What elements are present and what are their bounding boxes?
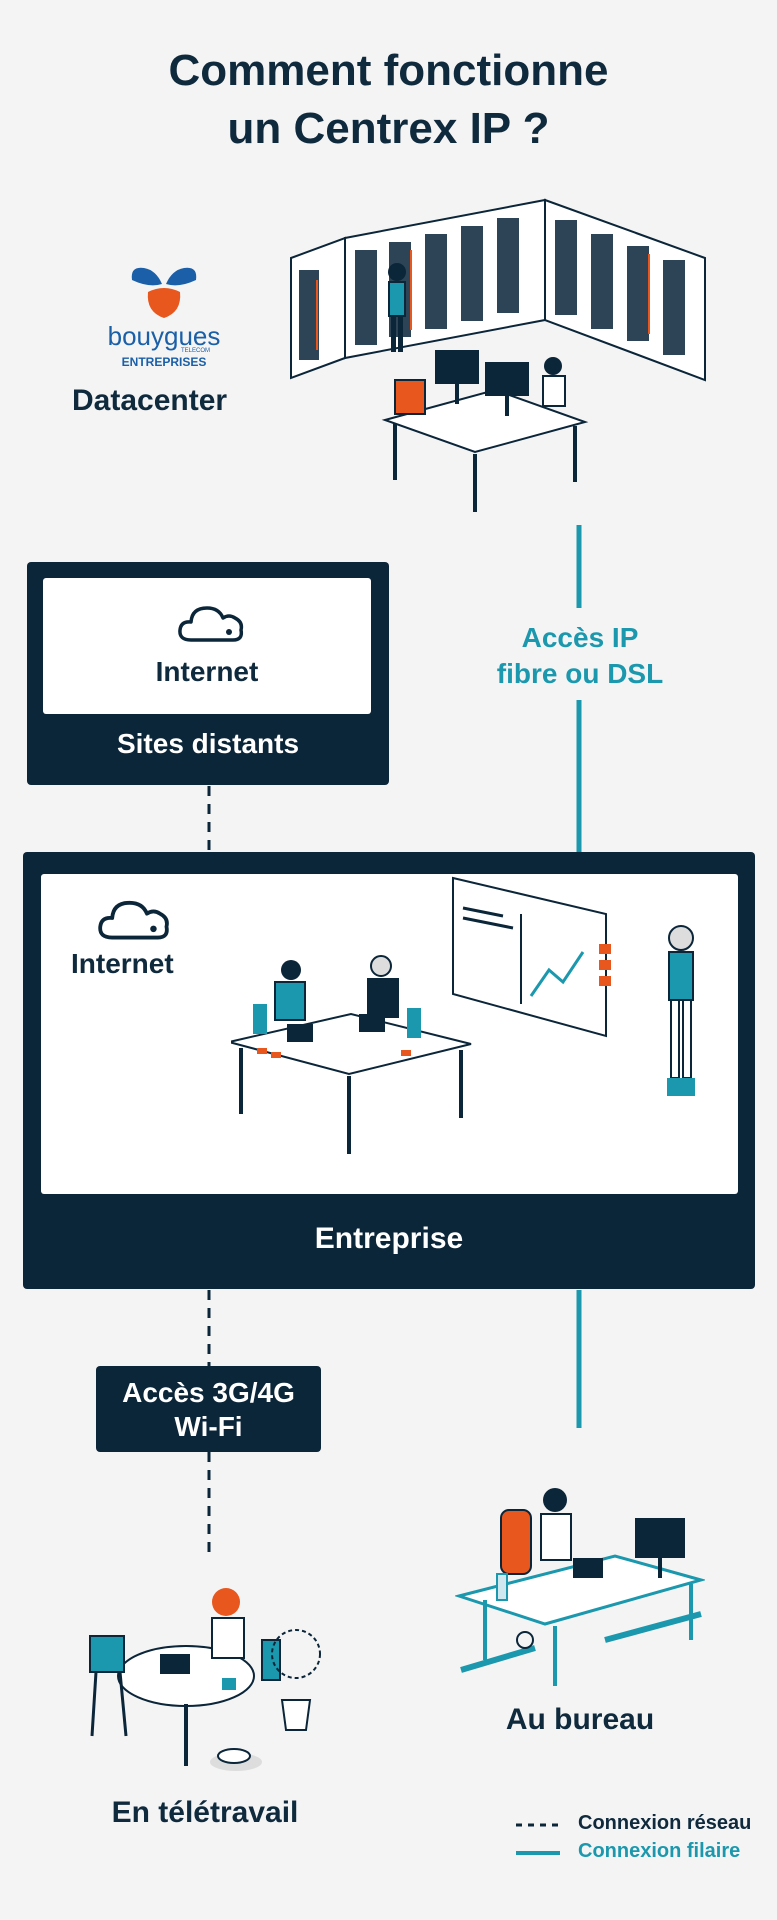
logo-sub: ENTREPRISES [121,355,207,369]
title-line-2: un Centrex IP ? [227,104,550,153]
mobile-access-line-2: Wi-Fi [174,1411,243,1442]
ip-access-line-1: Accès IP [521,622,639,653]
legend: Connexion réseau Connexion filaire [516,1810,766,1880]
bouygues-logo: bouygues TELECOM ENTREPRISES [104,262,224,372]
entreprise-label: Entreprise [314,1222,464,1255]
cloud-icon [178,606,244,642]
legend-wired-swatch [516,1851,560,1855]
meeting-illustration [231,876,695,1154]
datacenter-illustration [285,190,715,520]
bouygues-logo-mark [131,267,197,318]
bureau-label: Au bureau [505,1703,655,1736]
cloud-icon-entreprise [98,900,169,940]
entreprise-panel: Internet [23,852,755,1289]
mobile-access-badge: Accès 3G/4G Wi-Fi [96,1366,321,1452]
ip-access-line-2: fibre ou DSL [496,658,664,689]
legend-network-swatch [516,1823,560,1827]
sites-distants-internet: Internet [155,656,259,687]
sites-distants-panel: Internet Sites distants [27,562,389,785]
sites-distants-label: Sites distants [116,728,300,759]
entreprise-internet: Internet [71,948,174,979]
legend-network-label: Connexion réseau [578,1812,752,1834]
sites-distants-inner: Internet [43,578,371,714]
logo-small: TELECOM [180,348,210,354]
ip-access-label: Accès IP fibre ou DSL [470,620,690,692]
bureau-illustration [455,1480,705,1690]
page-title: Comment fonctionne un Centrex IP ? [0,42,777,158]
entreprise-inner: Internet [41,874,738,1194]
title-line-1: Comment fonctionne [168,46,609,95]
mobile-access-line-1: Accès 3G/4G [122,1377,295,1408]
teletravail-label: En télétravail [111,1796,299,1829]
teletravail-illustration [86,1580,336,1780]
datacenter-label: Datacenter [72,384,228,417]
legend-wired-label: Connexion filaire [578,1840,741,1862]
logo-brand: bouygues [107,321,221,351]
